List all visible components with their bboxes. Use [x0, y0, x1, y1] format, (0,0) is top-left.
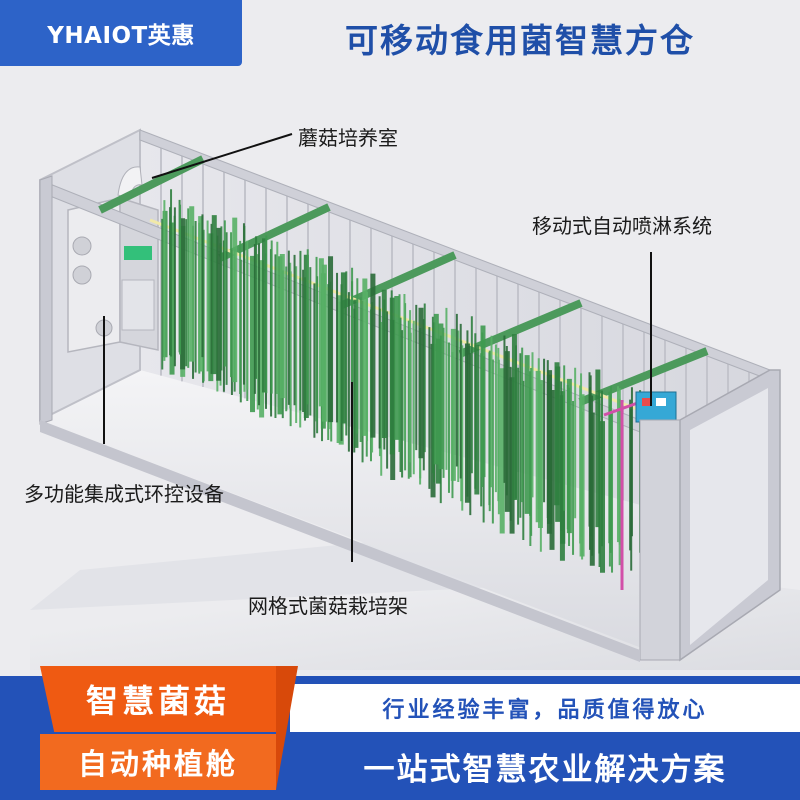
- roof-tie: [218, 203, 331, 262]
- header: YHAIOT英惠 可移动食用菌智慧方仓: [0, 0, 800, 78]
- grid-cultivation-rack: [161, 189, 652, 578]
- page-title: 可移动食用菌智慧方仓: [345, 21, 695, 60]
- container-illustration: 蘑菇培养室 移动式自动喷淋系统 多功能集成式环控设备 网格式菌菇栽培架: [0, 70, 800, 670]
- front-corner-post-right: [639, 419, 681, 661]
- label-culture-room: 蘑菇培养室: [298, 126, 398, 150]
- bottom-rail-front: [40, 420, 640, 662]
- env-control-unit: [67, 166, 159, 353]
- right-end-opening: [690, 388, 768, 645]
- footer-banner: 行业经验丰富，品质值得放心 一站式智慧农业解决方案 智慧菌菇 自动种植舱: [0, 658, 800, 800]
- badge-auto-cabin: 自动种植舱: [40, 734, 276, 790]
- container-drawing: [30, 128, 800, 670]
- front-corner-post-left: [39, 175, 53, 425]
- slogan-solution: 一站式智慧农业解决方案: [363, 751, 727, 788]
- brand-logo-text: YHAIOT英惠: [0, 0, 242, 66]
- label-grid-rack: 网格式菌菇栽培架: [248, 594, 408, 618]
- container-floor: [40, 370, 770, 655]
- roof-tie: [458, 299, 583, 358]
- roof-tie: [338, 251, 457, 310]
- slogan-experience: 行业经验丰富，品质值得放心: [290, 684, 800, 732]
- label-sprinkler: 移动式自动喷淋系统: [532, 214, 712, 238]
- label-env-control: 多功能集成式环控设备: [24, 482, 224, 506]
- badge-smart-mushroom: 智慧菌菇: [40, 666, 276, 732]
